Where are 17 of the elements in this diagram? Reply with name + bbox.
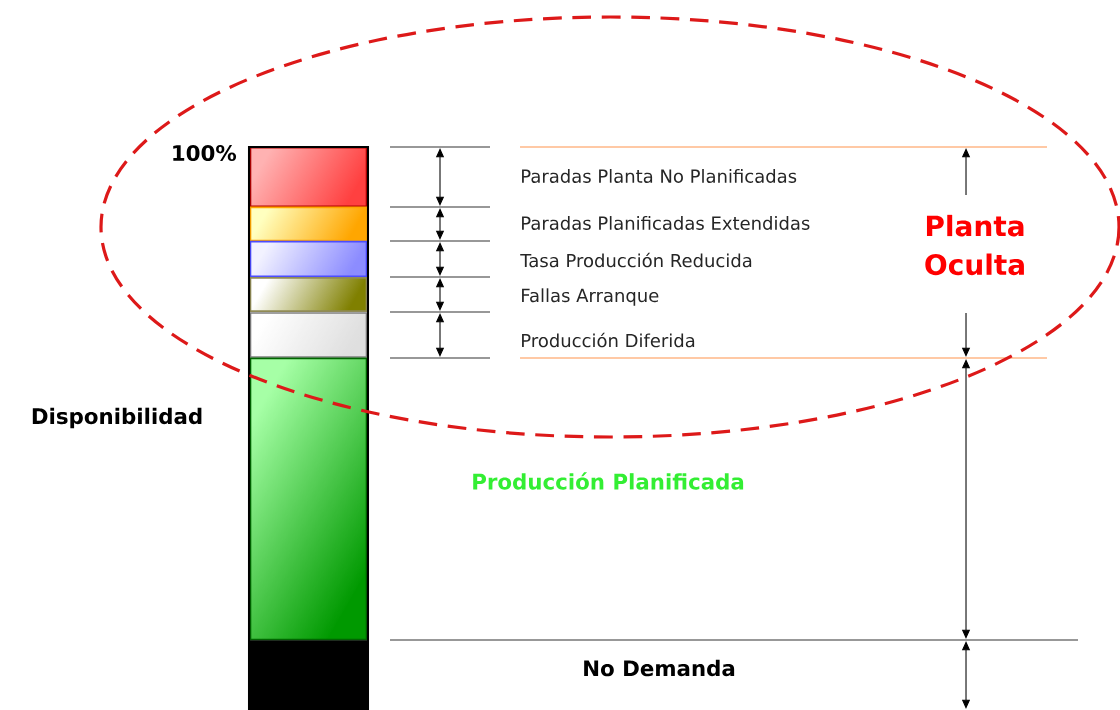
segment-label: Paradas Planta No Planificadas <box>522 169 797 183</box>
segment-label: Tasa Producción Reducida <box>520 252 752 268</box>
bar-segment <box>249 640 368 710</box>
bar-segment <box>249 206 368 242</box>
segment-label: Paradas Planificadas Extendidas <box>522 216 810 230</box>
bar-segment <box>249 277 368 312</box>
axis-label: Disponibilidad <box>32 407 202 429</box>
segment-label: Producción Diferida <box>522 332 695 348</box>
segment-label: Producción Planificada <box>473 472 744 490</box>
segment-label: Fallas Arranque <box>522 288 659 306</box>
bar-segment <box>249 240 368 278</box>
percent-label: 100% <box>173 144 237 162</box>
bar-segment <box>249 357 368 641</box>
bar-segment <box>249 146 368 208</box>
highlight-label: Planta Oculta <box>925 214 1024 276</box>
bar-segment <box>249 312 368 358</box>
segment-label: No Demanda <box>584 659 735 677</box>
